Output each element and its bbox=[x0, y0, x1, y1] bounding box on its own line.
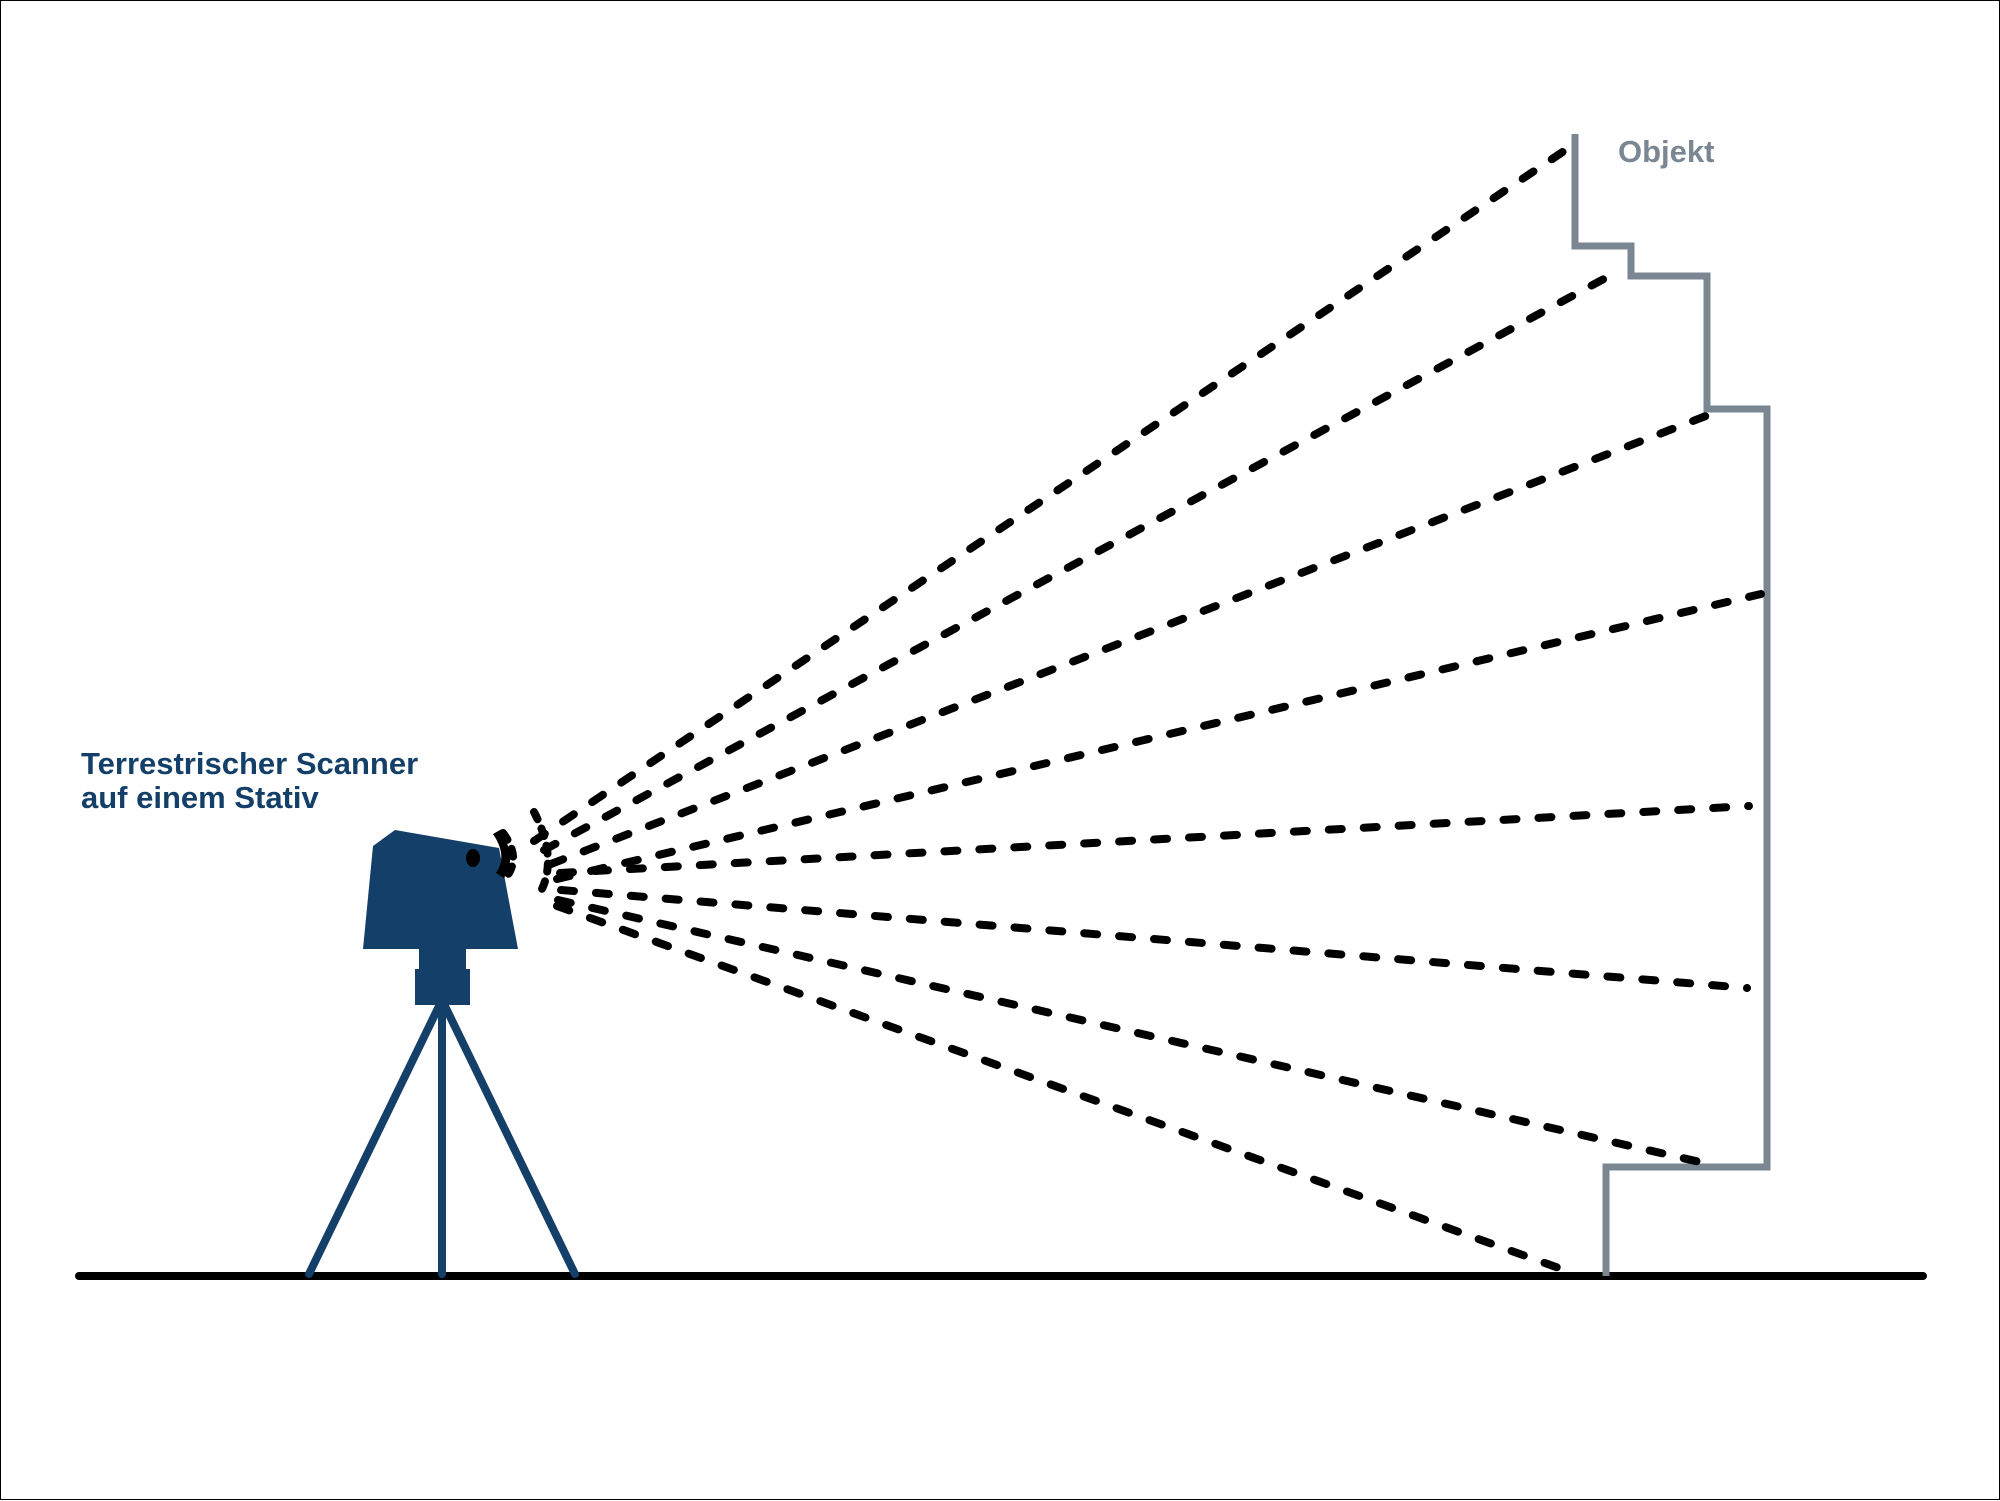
scanner-body bbox=[363, 830, 518, 949]
emission-arcs bbox=[499, 808, 552, 893]
scanner bbox=[363, 830, 518, 1005]
emission-arc bbox=[530, 808, 552, 893]
tripod-leg-left bbox=[305, 998, 445, 1278]
scan-beam bbox=[556, 802, 1753, 877]
scanner-aperture bbox=[493, 830, 511, 878]
object-label: Objekt bbox=[1618, 134, 1715, 169]
scan-beams bbox=[530, 139, 1765, 1275]
scanner-mount-upper bbox=[419, 947, 466, 971]
scan-beam bbox=[540, 270, 1617, 854]
scan-beam bbox=[553, 590, 1765, 883]
object-outline bbox=[1571, 134, 1771, 1276]
scan-beam bbox=[557, 886, 1751, 992]
scanner-lens bbox=[466, 849, 480, 867]
scanner-label: Terrestrischer Scanner auf einem Stativ bbox=[81, 747, 418, 815]
scan-beam bbox=[547, 410, 1715, 868]
tripod bbox=[305, 998, 579, 1278]
scanner-label-line2: auf einem Stativ bbox=[81, 780, 319, 815]
scanner-label-line1: Terrestrischer Scanner bbox=[81, 746, 419, 781]
scan-beam bbox=[530, 139, 1580, 845]
scan-beam bbox=[553, 902, 1571, 1275]
scanner-mount-lower bbox=[415, 969, 470, 1005]
tripod-leg-right bbox=[439, 998, 579, 1278]
emission-arc bbox=[499, 829, 517, 880]
scan-beam bbox=[554, 896, 1717, 1169]
